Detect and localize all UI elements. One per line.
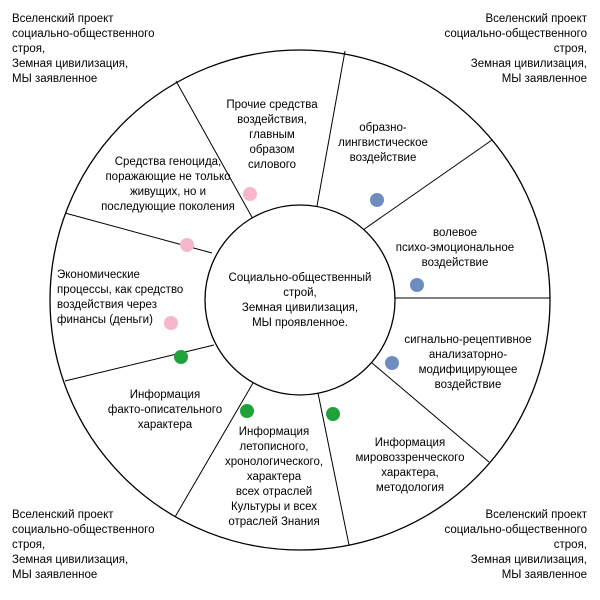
- marker-sector-7: [174, 350, 188, 364]
- center-label: Социально-общественный строй, Земная цив…: [228, 272, 372, 329]
- divider-2: [362, 139, 493, 231]
- marker-sector-2: [370, 193, 384, 207]
- divider-4: [371, 362, 490, 463]
- sector-label-5: Информация мировоззренческого характера,…: [355, 437, 465, 494]
- marker-sector-8: [164, 316, 178, 330]
- divider-6: [174, 382, 254, 518]
- outer-circle: [49, 49, 551, 551]
- corner-text-bottom-right: Вселенский проект социально-общественног…: [444, 509, 588, 581]
- marker-sector-1: [243, 187, 257, 201]
- center-circle: [204, 204, 396, 396]
- marker-sector-4: [385, 356, 399, 370]
- sector-label-3: волевое психо-эмоциональное воздействие: [395, 227, 515, 269]
- sector-label-7: Информация факто-описательного характера: [107, 389, 223, 431]
- corner-text-top-right: Вселенский проект социально-общественног…: [444, 13, 588, 85]
- marker-sector-3: [410, 278, 424, 292]
- sector-label-8: Экономические процессы, как средство воз…: [57, 269, 184, 326]
- sector-label-9: Средства геноцида, поражающие не только …: [101, 156, 235, 213]
- sector-label-6: Информация летописного, хронологического…: [224, 426, 324, 528]
- divider-1: [316, 50, 346, 207]
- marker-sector-9: [180, 238, 194, 252]
- sector-label-4: сигнально-рецептивное анализаторно- моди…: [404, 334, 532, 391]
- marker-sector-6: [240, 404, 254, 418]
- sector-label-2: образно- лингвистическое воздействие: [338, 122, 428, 164]
- corner-text-top-left: Вселенский проект социально-общественног…: [12, 13, 155, 85]
- divider-5: [317, 392, 350, 546]
- marker-sector-5: [326, 407, 340, 421]
- divider-9: [175, 80, 254, 220]
- divider-7: [64, 344, 215, 382]
- sector-label-1: Прочие средства воздействия, главным обр…: [226, 99, 318, 171]
- corner-text-bottom-left: Вселенский проект социально-общественног…: [12, 509, 155, 581]
